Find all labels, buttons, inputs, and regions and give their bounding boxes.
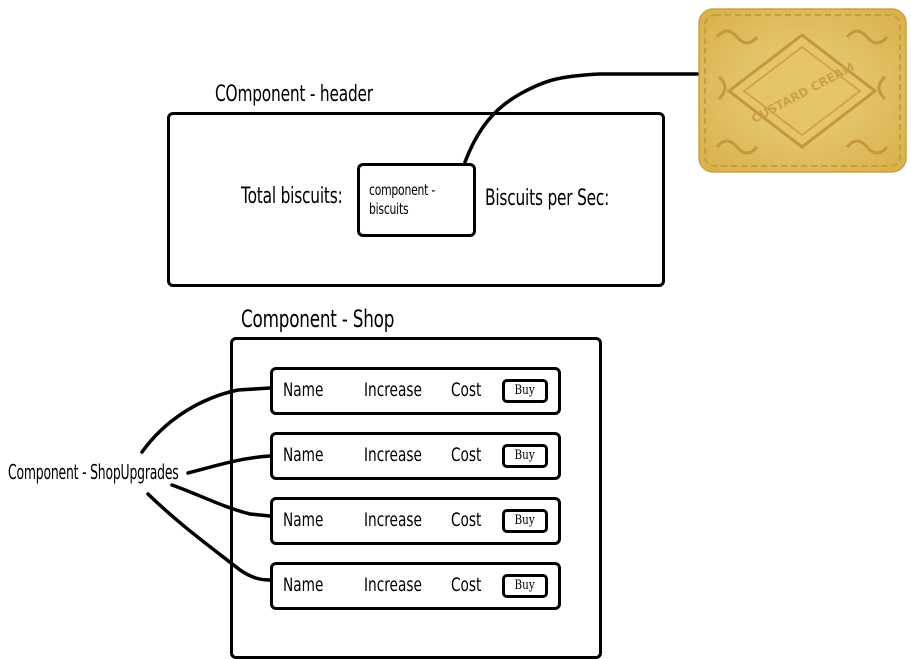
shop-upgrade-row-3: Name Increase Cost Buy [270,497,561,545]
buy-button[interactable]: Buy [502,444,548,468]
upgrade-name: Name [283,379,324,401]
upgrade-name: Name [283,444,324,466]
upgrade-name: Name [283,509,324,531]
header-component-box [167,112,665,287]
buy-button[interactable]: Buy [502,574,548,598]
buy-button-label: Buy [514,578,536,593]
custard-cream-biscuit-image: CUSTARD CREAM [698,8,907,173]
biscuits-component-box [357,163,476,237]
biscuits-component-label: component - biscuits [369,181,470,219]
upgrade-increase: Increase [364,444,422,466]
upgrade-increase: Increase [364,509,422,531]
biscuits-component-text: component - biscuits [369,181,436,218]
header-component-title: COmponent - header [215,82,373,107]
total-biscuits-label: Total biscuits: [241,184,343,209]
buy-button-label: Buy [514,513,536,528]
upgrade-increase: Increase [364,574,422,596]
upgrade-increase: Increase [364,379,422,401]
buy-button-label: Buy [514,383,536,398]
upgrade-cost: Cost [451,444,482,466]
buy-button-label: Buy [514,448,536,463]
shop-upgrade-row-1: Name Increase Cost Buy [270,367,561,415]
biscuits-per-sec-label: Biscuits per Sec: [485,186,610,211]
shop-upgrades-component-label: Component - ShopUpgrades [8,460,179,484]
upgrade-name: Name [283,574,324,596]
buy-button[interactable]: Buy [502,509,548,533]
shop-component-title: Component - Shop [241,305,395,333]
upgrade-cost: Cost [451,509,482,531]
upgrade-cost: Cost [451,574,482,596]
upgrade-cost: Cost [451,379,482,401]
buy-button[interactable]: Buy [502,379,548,403]
shop-upgrade-row-4: Name Increase Cost Buy [270,562,561,610]
shop-upgrade-row-2: Name Increase Cost Buy [270,432,561,480]
